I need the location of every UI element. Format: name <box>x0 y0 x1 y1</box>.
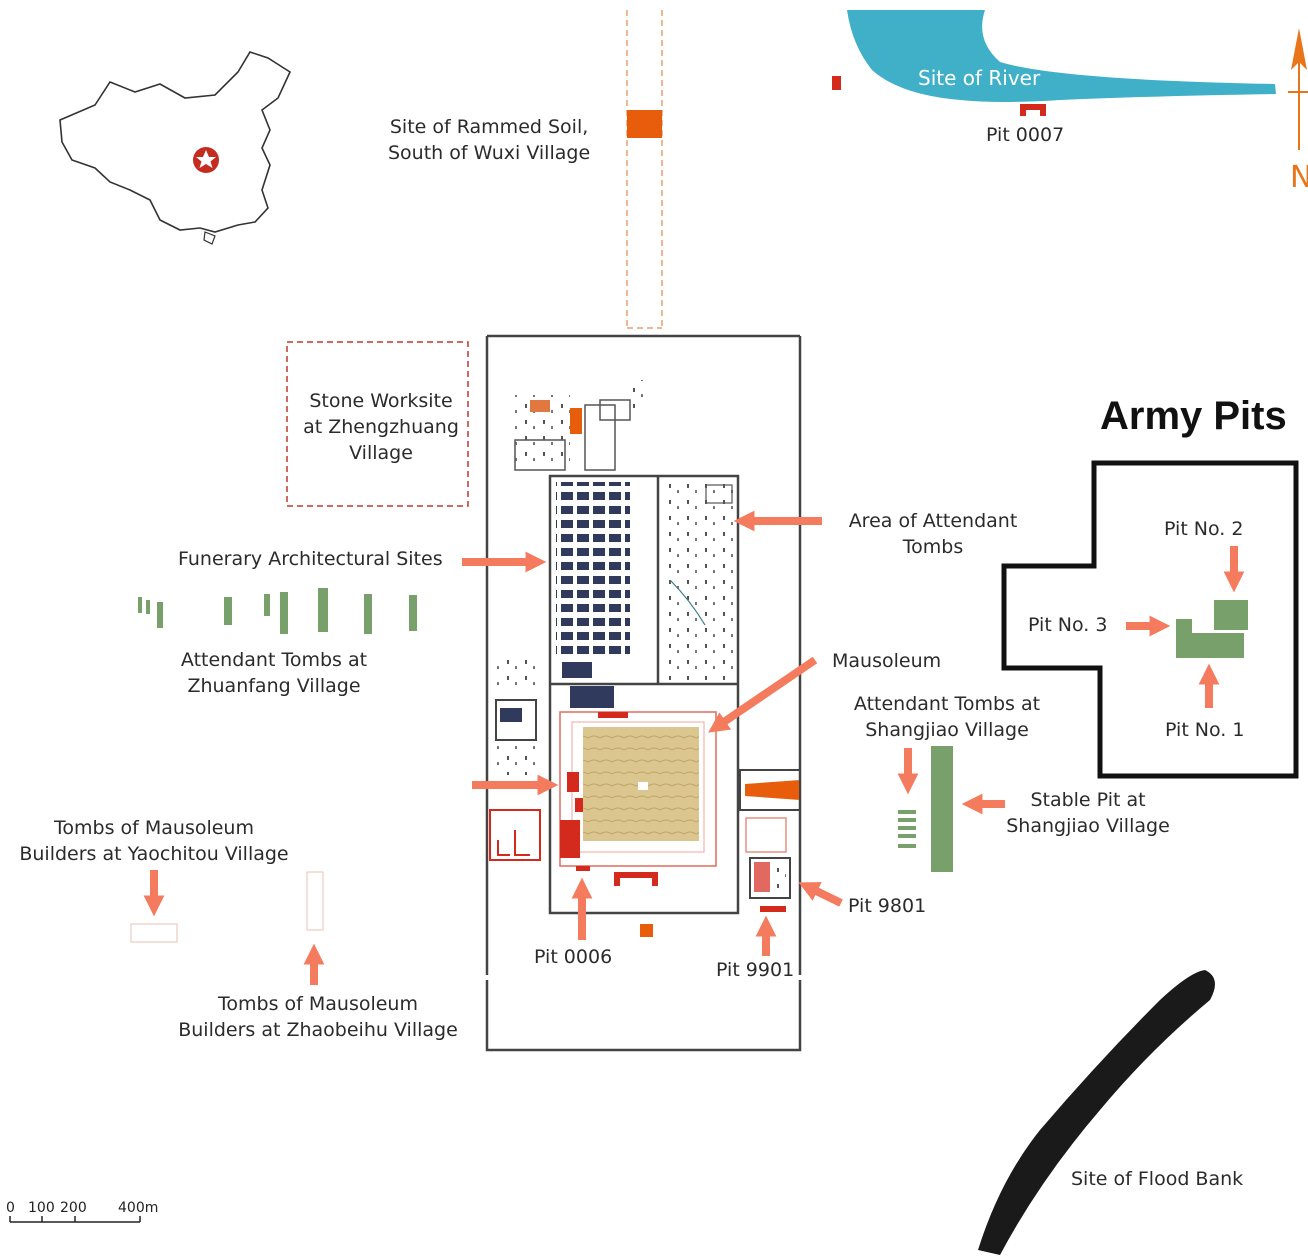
stable-pit <box>931 746 953 872</box>
flood-bank-label: Site of Flood Bank <box>1071 1168 1244 1190</box>
river-label: Site of River <box>918 66 1041 90</box>
red-pits <box>560 712 658 886</box>
small-orange-block <box>640 924 653 937</box>
stone-worksite-box <box>286 341 469 507</box>
funerary-small-blocks <box>562 662 592 678</box>
north-label: N <box>1290 160 1308 195</box>
north-road <box>626 10 663 329</box>
river <box>847 10 1276 102</box>
mausoleum-label: Mausoleum <box>832 650 942 672</box>
attendant-tombs-area <box>662 480 734 680</box>
yaochitou-tombs <box>130 923 178 943</box>
pit-no1-label: Pit No. 1 <box>1165 719 1245 741</box>
outer-wall <box>485 334 802 1052</box>
zhaobeihu-tombs <box>306 871 324 931</box>
pit-9801-shape <box>749 857 791 899</box>
scale-label-100: 100 <box>28 1200 55 1216</box>
west-structures <box>492 660 540 775</box>
scale-bar <box>9 1216 141 1223</box>
north-arrow-icon <box>1288 28 1308 150</box>
pit-0007-shape <box>1020 104 1046 116</box>
small-red-marker <box>832 76 841 90</box>
pointer-arrows <box>143 510 1245 985</box>
southwest-structures <box>489 809 541 861</box>
pit-no3-shape <box>1176 619 1192 633</box>
pit-no1-shape <box>1176 633 1244 658</box>
pit-0006-label: Pit 0006 <box>534 946 613 968</box>
army-pits-title: Army Pits <box>1100 394 1287 438</box>
rammed-soil-label: Site of Rammed Soil,South of Wuxi Villag… <box>388 116 591 164</box>
funerary-label: Funerary Architectural Sites <box>178 548 443 570</box>
inner-wall <box>548 474 740 915</box>
pit-9901-shape <box>760 906 786 912</box>
scale-label-400: 400m <box>118 1200 159 1216</box>
mausoleum-enclosure <box>559 711 717 867</box>
pit-no2-shape <box>1214 600 1248 630</box>
scale-label-200: 200 <box>60 1200 87 1216</box>
flood-bank <box>978 970 1215 1255</box>
east-gate <box>745 780 800 800</box>
pit-9801-label: Pit 9801 <box>848 895 927 917</box>
pit-0007-label: Pit 0007 <box>986 124 1065 146</box>
funerary-block-lower <box>570 686 614 708</box>
pit-no2-label: Pit No. 2 <box>1164 518 1244 540</box>
funerary-architectural-blocks <box>556 482 630 658</box>
star-location-icon <box>193 147 219 173</box>
pit-no3-label: Pit No. 3 <box>1028 614 1108 636</box>
army-pits-box <box>1001 460 1299 779</box>
northern-structures <box>510 380 650 471</box>
zhuanfang-tombs <box>138 588 417 634</box>
rammed-soil-site <box>627 110 662 138</box>
pit-9901-label: Pit 9901 <box>716 959 795 981</box>
shangjiao-tombs <box>898 810 916 848</box>
scale-label-0: 0 <box>6 1200 15 1216</box>
china-outline-icon <box>59 51 292 245</box>
